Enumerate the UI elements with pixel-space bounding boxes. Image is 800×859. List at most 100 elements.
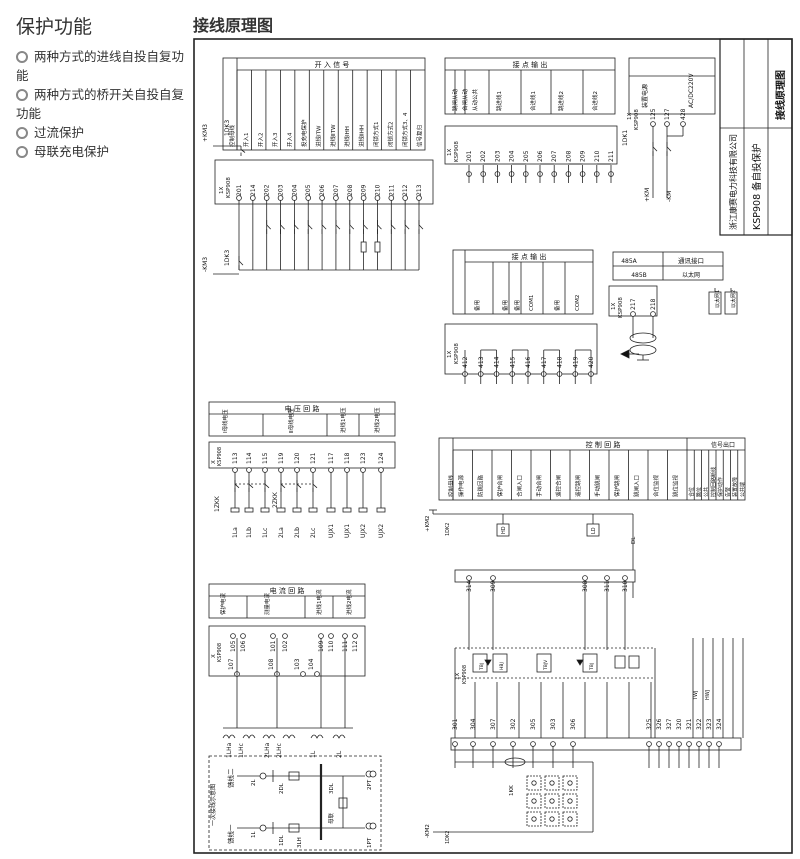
terminal-number: 211 bbox=[388, 184, 395, 196]
terminal bbox=[650, 311, 656, 317]
terminal bbox=[470, 741, 476, 747]
control-label: 手动跳闸 bbox=[594, 475, 602, 497]
terminal bbox=[360, 195, 367, 201]
terminal-header: KSP908 bbox=[462, 665, 468, 684]
terminal bbox=[282, 633, 288, 639]
control-label: 保护跳闸 bbox=[613, 475, 621, 497]
terminal bbox=[378, 467, 384, 473]
terminal bbox=[686, 741, 692, 747]
terminal bbox=[604, 575, 610, 581]
terminal-number: 111 bbox=[342, 640, 349, 652]
output-header: 接 点 输 出 bbox=[512, 252, 547, 261]
voltage-source: UJX2 bbox=[378, 524, 385, 538]
input-label: 闭锁方式2 bbox=[387, 122, 395, 148]
terminal bbox=[328, 467, 334, 473]
terminal-number: 207 bbox=[333, 184, 340, 196]
ct-coil bbox=[222, 734, 236, 739]
terminal bbox=[236, 195, 242, 201]
terminal bbox=[263, 195, 270, 201]
current-label: 测量电流 bbox=[263, 592, 271, 615]
terminal bbox=[402, 195, 408, 201]
bus-label: +KM3 bbox=[202, 124, 209, 142]
input-label: 投充电保护 bbox=[300, 119, 308, 147]
terminal-number: 203 bbox=[278, 184, 285, 196]
eth-label: 以太网1 bbox=[714, 290, 721, 308]
terminal bbox=[346, 195, 353, 201]
power-label: AC/DC220V bbox=[688, 73, 695, 108]
bus-label: -KM3 bbox=[202, 257, 209, 272]
terminal-number: 308 bbox=[582, 580, 589, 592]
relay-label: 1DK2 bbox=[445, 831, 451, 845]
terminal bbox=[270, 633, 276, 639]
diode-icon bbox=[484, 659, 492, 666]
current-label: 保护电流 bbox=[219, 592, 227, 615]
ct-label: 2L bbox=[336, 750, 343, 758]
terminal bbox=[305, 195, 312, 201]
terminal bbox=[246, 467, 252, 473]
voltage-source: UJX1 bbox=[328, 524, 335, 538]
terminal-header: KSP908 bbox=[618, 297, 624, 318]
terminal-number: 209 bbox=[580, 150, 587, 162]
input-label: 闭锁方式3、4 bbox=[401, 112, 409, 147]
terminal-number: 121 bbox=[310, 452, 317, 464]
terminal bbox=[240, 633, 246, 639]
terminal bbox=[646, 741, 652, 747]
terminal-number: 320 bbox=[676, 718, 683, 730]
feature-item: 过流保护 bbox=[16, 123, 186, 142]
signal-header: 信号出口 bbox=[711, 441, 735, 449]
ct-coil bbox=[282, 734, 296, 739]
terminal bbox=[622, 575, 628, 581]
terminal-number: 204 bbox=[291, 184, 298, 196]
terminal-number: 127 bbox=[664, 108, 671, 120]
feature-item: 两种方式的进线自投自复功能 bbox=[16, 49, 185, 83]
voltage-source: UJX1 bbox=[344, 524, 351, 538]
coil-label: HWJ bbox=[705, 690, 711, 700]
terminal-number: 218 bbox=[650, 298, 657, 310]
terminal bbox=[630, 311, 636, 317]
terminal-number: 325 bbox=[646, 718, 653, 730]
input-label: 开入1 bbox=[243, 133, 250, 148]
ct-label: 1L bbox=[310, 750, 317, 758]
coil-label: TBJ bbox=[589, 663, 595, 671]
one-line-label: 2PT bbox=[367, 779, 373, 790]
terminal-number: 419 bbox=[572, 356, 579, 368]
terminal-number: 108 bbox=[268, 658, 275, 670]
input-label: 进线ⅠTW bbox=[314, 125, 322, 147]
output-label: 合进线2 bbox=[591, 91, 599, 111]
terminal bbox=[277, 195, 284, 201]
bus-label: -KM bbox=[666, 191, 673, 202]
terminal-number: 101 bbox=[270, 640, 277, 652]
control-label: 手动合闸 bbox=[535, 475, 543, 497]
diagram-frame bbox=[193, 38, 793, 854]
title-block: 接线原理图 KSP908 备自投保护 浙江康赛电力科技有限公司 bbox=[719, 38, 793, 236]
terminal-header: KSP908 bbox=[454, 141, 460, 162]
switch-label: 2ZKK bbox=[272, 491, 279, 508]
input-label: 进线ⅠHH bbox=[343, 126, 351, 147]
one-line-label: 3DL bbox=[329, 782, 335, 794]
terminal-number: 326 bbox=[656, 718, 663, 730]
one-line-label: 母联 bbox=[327, 812, 335, 824]
ct-coil bbox=[332, 734, 346, 739]
terminal bbox=[230, 633, 236, 639]
terminal bbox=[388, 195, 395, 201]
terminal bbox=[344, 467, 350, 473]
title-block-product: KSP908 备自投保护 bbox=[751, 143, 763, 230]
lamp-label: LD bbox=[591, 527, 597, 534]
terminal-number: 109 bbox=[318, 640, 325, 652]
terminal-number: 103 bbox=[294, 658, 301, 670]
terminal bbox=[550, 741, 556, 747]
terminal-number: 210 bbox=[594, 150, 601, 162]
terminal-number: 210 bbox=[374, 184, 381, 196]
current-header: 电 流 回 路 bbox=[270, 586, 305, 595]
terminal bbox=[360, 467, 366, 473]
terminal bbox=[250, 195, 256, 201]
eth-label: 以太网2 bbox=[730, 290, 737, 308]
terminal-number: 206 bbox=[319, 184, 326, 196]
output-label: 跳闸从动 bbox=[451, 88, 459, 111]
